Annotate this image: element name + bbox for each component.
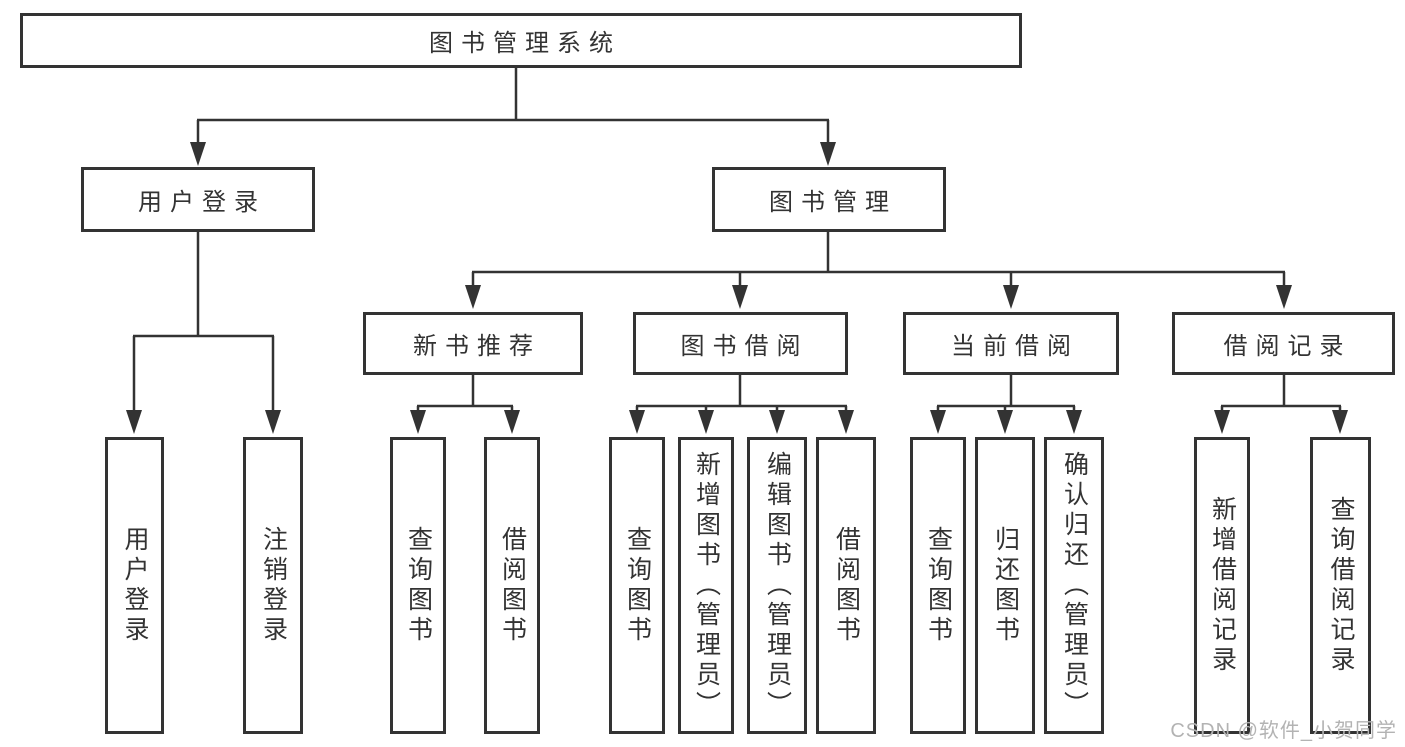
- leaf-records-query-record: 查询借阅记录: [1310, 437, 1371, 734]
- connector-root-to-level2: [190, 68, 836, 166]
- connector-records-to-leaves: [1214, 375, 1348, 434]
- leaf-records-add-record: 新增借阅记录: [1194, 437, 1250, 734]
- leaf-current-query-books: 查询图书: [910, 437, 966, 734]
- leaf-logout: 注销登录: [243, 437, 303, 734]
- leaf-recommend-borrow-books: 借阅图书: [484, 437, 540, 734]
- connector-borrow-to-leaves: [629, 375, 854, 434]
- leaf-current-return-books: 归还图书: [975, 437, 1035, 734]
- leaf-borrow-add-books-admin: 新增图书（管理员）: [678, 437, 734, 734]
- leaf-borrow-edit-books-admin: 编辑图书（管理员）: [747, 437, 807, 734]
- leaf-user-login: 用户登录: [105, 437, 164, 734]
- node-current-borrow: 当前借阅: [903, 312, 1119, 375]
- leaf-borrow-query-books: 查询图书: [609, 437, 665, 734]
- leaf-current-confirm-return-admin: 确认归还（管理员）: [1044, 437, 1104, 734]
- connector-recommend-to-leaves: [410, 375, 520, 434]
- node-book-borrow: 图书借阅: [633, 312, 848, 375]
- connector-userlogin-to-leaves: [126, 232, 281, 434]
- connector-current-to-leaves: [930, 375, 1082, 434]
- node-borrow-records: 借阅记录: [1172, 312, 1395, 375]
- leaf-recommend-query-books: 查询图书: [390, 437, 446, 734]
- node-root-library-system: 图书管理系统: [20, 13, 1022, 68]
- node-new-book-recommend: 新书推荐: [363, 312, 583, 375]
- connector-bookmgmt-to-level3: [465, 232, 1292, 309]
- csdn-watermark: CSDN @软件_小贺同学: [1170, 720, 1397, 742]
- node-user-login: 用户登录: [81, 167, 315, 232]
- leaf-borrow-borrow-books: 借阅图书: [816, 437, 876, 734]
- node-book-management: 图书管理: [712, 167, 946, 232]
